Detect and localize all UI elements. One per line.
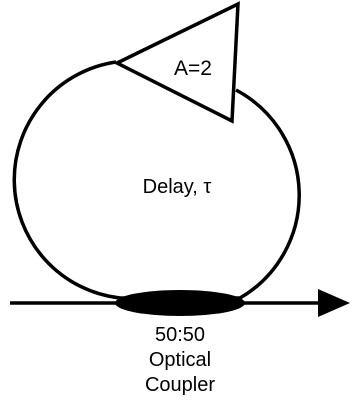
coupler-ellipse-icon [115,290,245,316]
coupler-label-ratio: 50:50 [155,324,205,346]
amplifier-label: A=2 [174,57,212,80]
coupler-label-coupler: Coupler [145,374,215,396]
fiber-loop [12,60,301,300]
delay-label: Delay, τ [143,176,212,198]
amplifier-triangle-icon [113,1,240,124]
arrow-head-icon [318,289,350,317]
coupler-label-optical: Optical [149,349,211,371]
